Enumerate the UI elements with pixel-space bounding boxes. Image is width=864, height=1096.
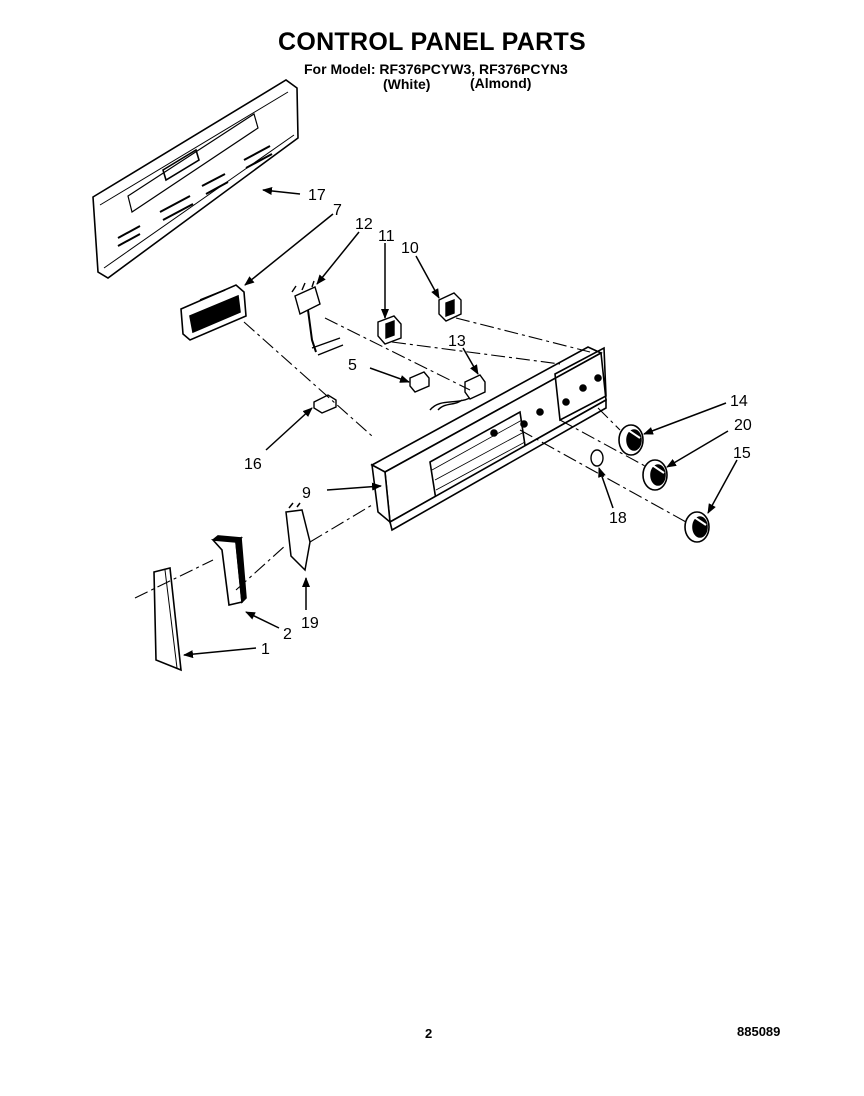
part-14-knob bbox=[618, 424, 644, 456]
part-1-side-trim bbox=[153, 567, 182, 672]
callout-14: 14 bbox=[730, 393, 748, 410]
part-15-knob bbox=[684, 511, 710, 543]
part-19-bracket bbox=[285, 502, 311, 572]
callout-9: 9 bbox=[302, 485, 311, 502]
callout-11: 11 bbox=[378, 228, 395, 245]
callout-13: 13 bbox=[448, 333, 466, 350]
callout-12: 12 bbox=[355, 216, 373, 233]
callout-5: 5 bbox=[348, 357, 357, 374]
leader-arrows bbox=[183, 186, 738, 659]
part-11-switch bbox=[377, 315, 402, 345]
page-title: CONTROL PANEL PARTS bbox=[277, 28, 587, 56]
part-18-stem bbox=[590, 449, 604, 467]
callout-18: 18 bbox=[609, 510, 627, 527]
part-10-switch bbox=[438, 292, 462, 322]
part-16-clip bbox=[313, 394, 337, 414]
document-number: 885089 bbox=[737, 1024, 781, 1039]
part-17-rear-panel bbox=[92, 79, 299, 279]
part-9-control-panel bbox=[370, 346, 607, 532]
callout-17: 17 bbox=[308, 187, 326, 204]
callout-10: 10 bbox=[401, 240, 419, 257]
callout-1: 1 bbox=[261, 641, 270, 658]
callout-20: 20 bbox=[734, 417, 752, 434]
part-13-harness bbox=[429, 374, 486, 411]
almond-label: (Almond) bbox=[470, 75, 532, 91]
part-20-knob bbox=[642, 459, 668, 491]
callout-7: 7 bbox=[333, 202, 342, 219]
callout-16: 16 bbox=[244, 456, 262, 473]
callout-19: 19 bbox=[301, 615, 319, 632]
page-number: 2 bbox=[425, 1026, 433, 1041]
white-label: (White) bbox=[383, 76, 431, 92]
callout-15: 15 bbox=[733, 445, 751, 462]
part-5-connector bbox=[409, 371, 430, 393]
part-7-clock-module bbox=[180, 284, 247, 341]
part-12-switch bbox=[291, 280, 344, 356]
part-2-end-cap bbox=[211, 535, 247, 606]
model-line: For Model: RF376PCYW3, RF376PCYN3 bbox=[304, 61, 568, 77]
callout-2: 2 bbox=[283, 626, 292, 643]
